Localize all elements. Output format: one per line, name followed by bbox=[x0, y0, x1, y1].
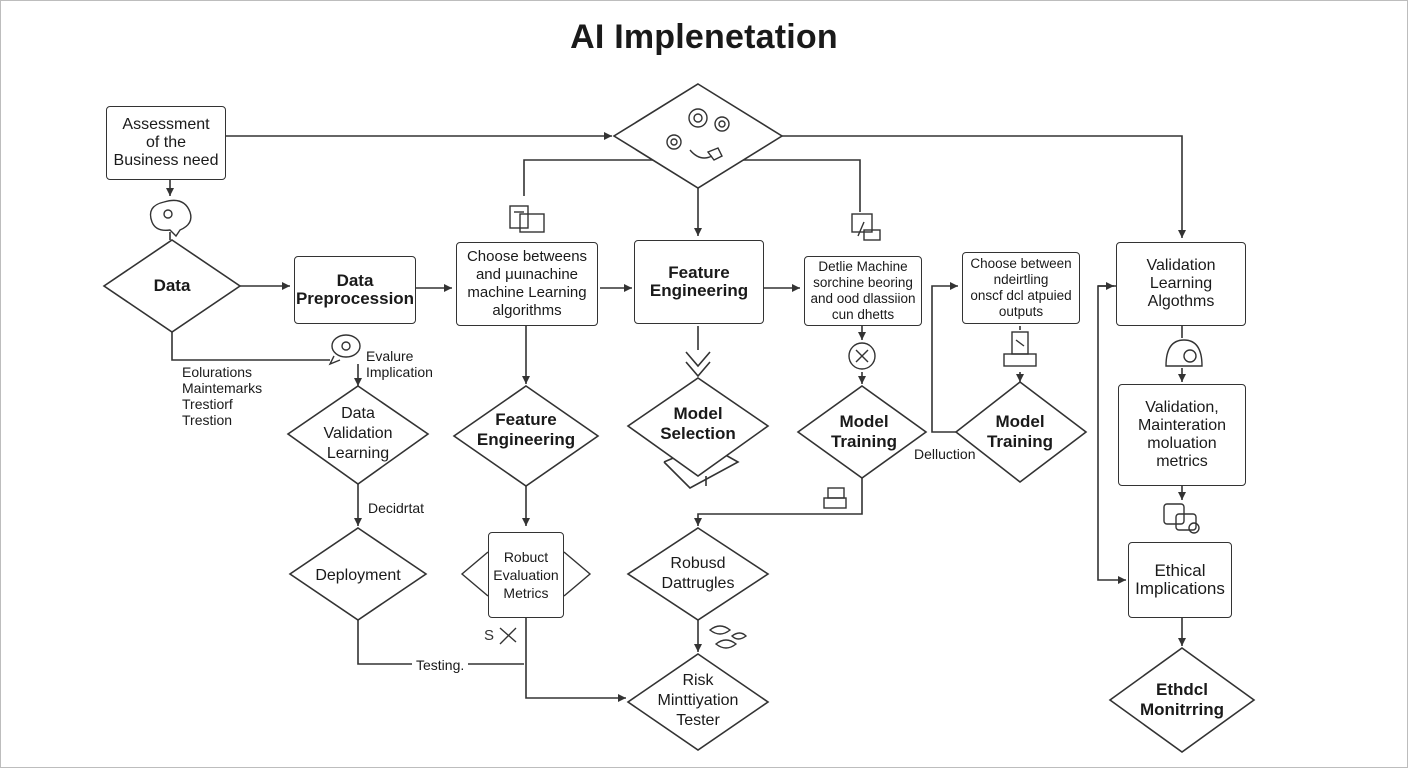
printer-icon bbox=[823, 487, 847, 509]
define-machine-box: Detlie Machine sorchine beoring and ood … bbox=[804, 256, 922, 326]
model-selection-diamond-label: Model Selection bbox=[660, 404, 736, 443]
compass-icon bbox=[848, 342, 876, 370]
top-diamond-shape bbox=[612, 83, 784, 189]
evaluate-implication-note: Evalure Implication bbox=[366, 348, 433, 380]
model-selection-diamond-shape bbox=[626, 377, 770, 477]
choose-outputs-box: Choose between ndeirtling onscf dcl atpu… bbox=[962, 252, 1080, 324]
model-training-2-diamond-label: Model Training bbox=[986, 412, 1054, 451]
data-preprocession-label: Data Preprocession bbox=[295, 271, 415, 308]
risk-diamond-label: Risk Minttiyation Tester bbox=[657, 672, 739, 729]
leaves-icon bbox=[708, 625, 748, 649]
computer-icon bbox=[851, 213, 881, 241]
assessment-box: Assessment of the Business need bbox=[106, 106, 226, 180]
ethical-implications-box: Ethical Implications bbox=[1128, 542, 1232, 618]
head-icon bbox=[149, 199, 192, 238]
data-preprocession-box: Data Preprocession bbox=[294, 256, 416, 324]
assessment-label: Assessment of the Business need bbox=[113, 116, 219, 169]
validation-maintenance-label: Validation, Mainteration moluation metri… bbox=[1137, 399, 1227, 470]
monitor-icon bbox=[1003, 331, 1037, 367]
data-diamond-label: Data bbox=[153, 276, 191, 295]
robust-datt-diamond-shape bbox=[626, 527, 770, 621]
choose-algorithms-box: Choose betweens and μuιnachine machine L… bbox=[456, 242, 598, 326]
robust-eval-box: Robuct Evaluation Metrics bbox=[488, 532, 564, 618]
feature-eng-mid-diamond-shape bbox=[452, 385, 600, 487]
feature-eng-mid-diamond-label: Feature Engineering bbox=[476, 410, 576, 449]
decidtat-note: Decidrtat bbox=[368, 500, 425, 516]
risk-diamond-shape bbox=[626, 653, 770, 751]
feature-engineering-top-box: Feature Engineering bbox=[634, 240, 764, 324]
validation-learning-box: Validation Learning Algothms bbox=[1116, 242, 1246, 326]
dome-icon bbox=[1165, 339, 1203, 367]
eye-icon bbox=[328, 334, 361, 366]
model-training-2-diamond-shape bbox=[954, 380, 1088, 484]
data-validation-diamond-label: Data Validation Learning bbox=[323, 405, 393, 462]
feature-engineering-top-label: Feature Engineering bbox=[649, 263, 749, 300]
data-diamond-shape bbox=[102, 239, 242, 333]
testing-note: Testing. bbox=[416, 657, 465, 673]
choose-outputs-label: Choose between ndeirtling onscf dcl atpu… bbox=[970, 256, 1072, 319]
data-validation-diamond-shape bbox=[286, 385, 430, 485]
tool-icon: S bbox=[484, 627, 517, 645]
robust-datt-diamond-label: Robusd Dattrugles bbox=[661, 555, 735, 592]
define-machine-label: Detlie Machine sorchine beoring and ood … bbox=[810, 259, 916, 322]
robust-eval-label: Robuct Evaluation Metrics bbox=[493, 549, 559, 601]
ethical-implications-label: Ethical Implications bbox=[1135, 561, 1225, 598]
gears-icon bbox=[666, 108, 730, 161]
dellucion-note: Delluction bbox=[914, 446, 976, 462]
page-title: AI Implenetation bbox=[570, 18, 838, 56]
document-icon bbox=[509, 205, 545, 233]
deployment-diamond-label: Deployment bbox=[315, 567, 401, 584]
validation-learning-label: Validation Learning Algothms bbox=[1146, 257, 1216, 310]
validation-maintenance-box: Validation, Mainteration moluation metri… bbox=[1118, 384, 1246, 486]
device-icon bbox=[1163, 503, 1200, 534]
model-training-1-diamond-label: Model Training bbox=[830, 412, 898, 451]
model-training-1-diamond-shape bbox=[796, 385, 928, 479]
choose-algorithms-label: Choose betweens and μuιnachine machine L… bbox=[466, 248, 588, 319]
evaluations-note: Eolurations Maintemarks Trestiorf Tresti… bbox=[182, 364, 263, 428]
ethical-monitoring-diamond-label: Ethdcl Monitrring bbox=[1139, 680, 1225, 719]
ethical-monitoring-diamond-shape bbox=[1108, 647, 1256, 753]
deployment-diamond-shape bbox=[288, 527, 428, 621]
svg-text:S: S bbox=[484, 627, 494, 644]
